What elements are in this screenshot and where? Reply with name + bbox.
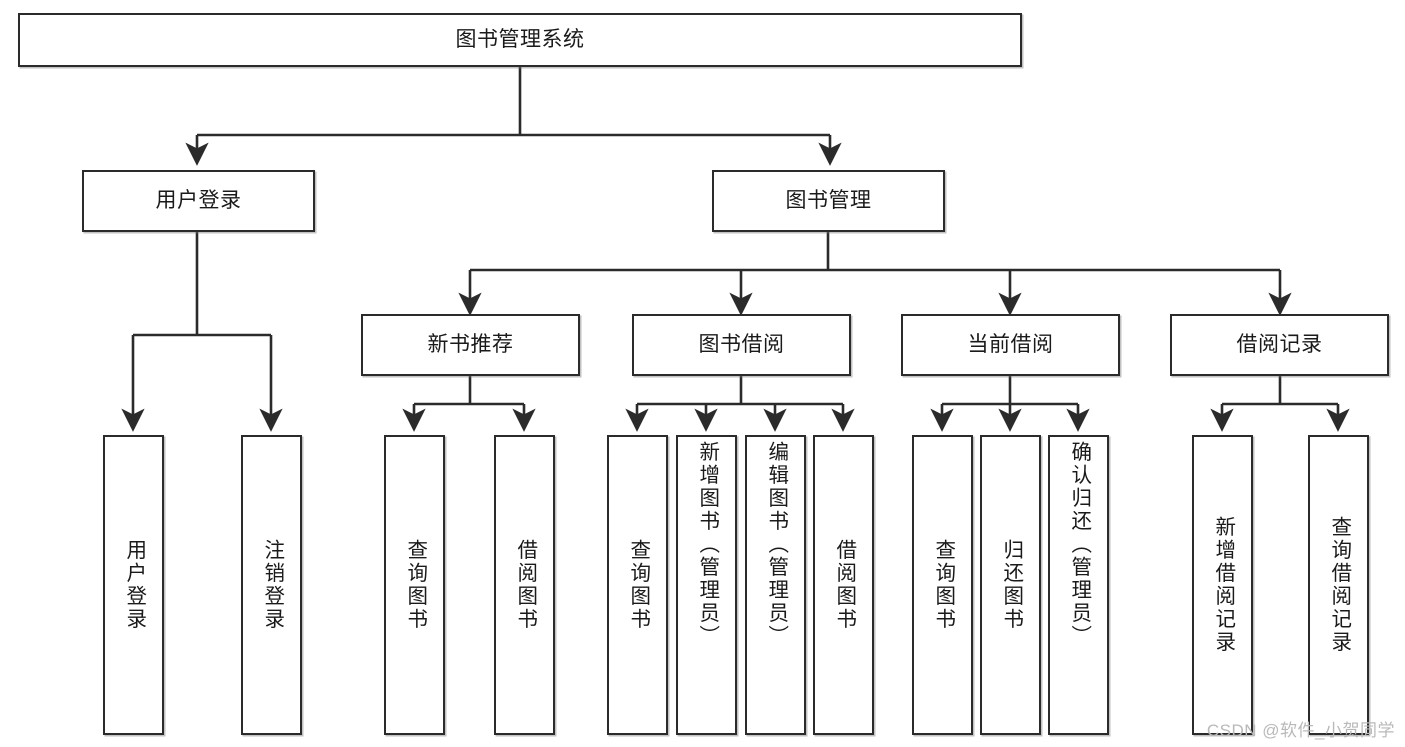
- node-leaf-logout-login[interactable]: 注销登录: [241, 435, 302, 735]
- node-leaf-add-borrow-record[interactable]: 新增借阅记录: [1192, 435, 1253, 735]
- node-label: 确认归还（管理员）: [1067, 441, 1091, 648]
- node-leaf-borrow-book-recommend[interactable]: 借阅图书: [494, 435, 555, 735]
- node-label: 查询图书: [403, 539, 427, 631]
- node-leaf-confirm-return[interactable]: 确认归还（管理员）: [1048, 435, 1109, 735]
- node-borrow-record[interactable]: 借阅记录: [1170, 314, 1389, 376]
- node-label: 编辑图书（管理员）: [764, 441, 788, 648]
- node-leaf-query-borrow-record[interactable]: 查询借阅记录: [1308, 435, 1369, 735]
- node-label: 注销登录: [260, 539, 284, 631]
- node-leaf-query-book-recommend[interactable]: 查询图书: [384, 435, 445, 735]
- node-leaf-user-login[interactable]: 用户登录: [103, 435, 164, 735]
- node-label: 借阅记录: [1236, 332, 1323, 356]
- node-leaf-return-book[interactable]: 归还图书: [980, 435, 1041, 735]
- node-label: 图书管理系统: [455, 27, 585, 51]
- node-label: 图书借阅: [698, 332, 785, 356]
- node-leaf-query-book-borrow[interactable]: 查询图书: [607, 435, 668, 735]
- node-root-book-management-system[interactable]: 图书管理系统: [18, 13, 1022, 67]
- node-label: 新书推荐: [427, 332, 514, 356]
- node-leaf-edit-book[interactable]: 编辑图书（管理员）: [745, 435, 806, 735]
- node-label: 借阅图书: [513, 539, 537, 631]
- node-label: 查询图书: [626, 539, 650, 631]
- watermark-text: CSDN @软件_小贺同学: [1206, 721, 1395, 740]
- node-label: 图书管理: [785, 188, 872, 212]
- node-leaf-add-book[interactable]: 新增图书（管理员）: [676, 435, 737, 735]
- node-label: 用户登录: [122, 539, 146, 631]
- node-book-borrow[interactable]: 图书借阅: [632, 314, 851, 376]
- node-current-borrow[interactable]: 当前借阅: [901, 314, 1120, 376]
- node-label: 新增图书（管理员）: [695, 441, 719, 648]
- node-label: 用户登录: [155, 188, 242, 212]
- node-new-book-recommend[interactable]: 新书推荐: [361, 314, 580, 376]
- node-user-login[interactable]: 用户登录: [82, 170, 315, 232]
- node-label: 当前借阅: [967, 332, 1054, 356]
- node-label: 归还图书: [999, 539, 1023, 631]
- node-leaf-borrow-book-borrow[interactable]: 借阅图书: [813, 435, 874, 735]
- node-label: 新增借阅记录: [1211, 516, 1235, 654]
- node-label: 查询借阅记录: [1327, 516, 1351, 654]
- node-label: 借阅图书: [832, 539, 856, 631]
- node-leaf-query-book-current[interactable]: 查询图书: [912, 435, 973, 735]
- node-label: 查询图书: [931, 539, 955, 631]
- node-book-management[interactable]: 图书管理: [712, 170, 945, 232]
